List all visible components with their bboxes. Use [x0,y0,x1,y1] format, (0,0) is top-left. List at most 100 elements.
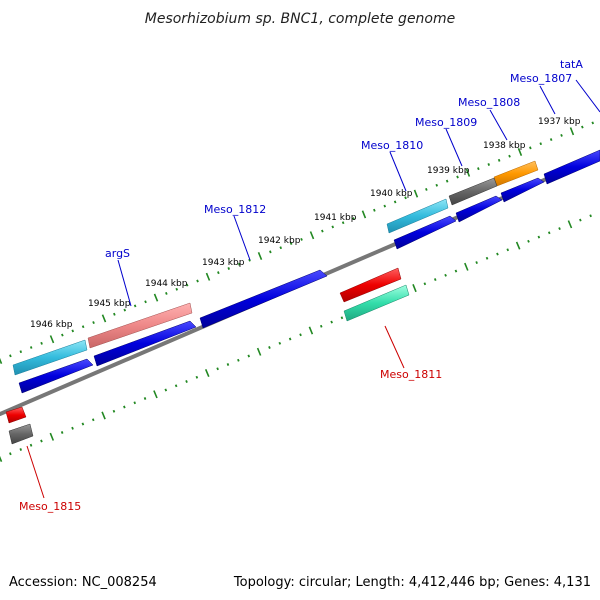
gene-label-meso-1810[interactable]: Meso_1810 [361,139,423,152]
reverse-minor-tick [475,261,478,265]
reverse-minor-tick [237,358,240,362]
forward-minor-tick [61,333,64,337]
forward-minor-tick [9,354,12,358]
forward-minor-tick [352,217,355,221]
meso-1811-leader [384,325,405,369]
forward-minor-tick [300,237,303,241]
gene-tatA-feature[interactable] [543,149,600,185]
forward-minor-tick [29,346,33,349]
reverse-minor-tick [444,273,447,277]
forward-minor-tick [508,154,511,158]
reverse-minor-tick [60,431,64,434]
meso-1815-leader [26,445,45,499]
reverse-minor-tick [527,239,530,243]
topology-summary: Topology: circular; Length: 4,412,446 bp… [233,575,591,590]
forward-minor-tick [456,175,459,179]
gene-cyan-feature-left[interactable] [12,339,88,376]
gene-label-meso-1808[interactable]: Meso_1808 [458,96,520,109]
gene-label-tatA[interactable]: tatA [560,58,583,71]
reverse-minor-tick [123,405,126,409]
forward-minor-tick [279,246,283,250]
gene-label-meso-1815[interactable]: Meso_1815 [19,500,81,513]
gene-label-meso-1811[interactable]: Meso_1811 [380,368,442,381]
gene-meso-1809-feature[interactable] [448,177,498,206]
gene-argS-feature[interactable] [87,302,193,349]
gene-label-meso-1807[interactable]: Meso_1807 [510,72,572,85]
tick-label-1942: 1942 kbp [258,236,301,246]
reverse-minor-tick [164,388,168,392]
reverse-minor-tick [330,320,333,324]
gene-red-feature-mid[interactable] [339,267,402,303]
forward-tick-row [0,121,595,365]
reverse-minor-tick [496,252,499,256]
forward-major-tick [465,168,471,177]
gene-meso-1808-feature[interactable] [455,195,503,223]
forward-minor-tick [113,312,116,316]
reverse-minor-tick [278,341,282,345]
reverse-minor-tick [185,380,188,383]
gene-label-meso-1812[interactable]: Meso_1812 [204,203,266,216]
gene-blue-feature-mid[interactable] [93,320,197,367]
reverse-minor-tick [226,363,230,366]
accession-label: Accession: NC_008254 [9,575,157,590]
forward-minor-tick [217,271,220,275]
forward-minor-tick [497,158,501,162]
gene-label-meso-1809[interactable]: Meso_1809 [415,116,477,129]
forward-minor-tick [71,329,75,333]
reverse-minor-tick [423,282,427,286]
tick-label-1940: 1940 kbp [370,189,413,199]
gene-meso-1811-feature[interactable] [343,284,410,322]
reverse-major-tick [308,326,314,335]
forward-minor-tick [289,242,293,245]
forward-major-tick [361,210,367,219]
reverse-minor-tick [537,235,541,239]
forward-minor-tick [539,142,543,146]
reverse-minor-tick [71,426,74,430]
forward-major-tick [101,314,107,323]
reverse-major-tick [49,432,55,441]
forward-minor-tick [165,291,168,295]
gene-meso-1815-feature[interactable] [8,423,34,445]
reverse-minor-tick [9,452,12,456]
reverse-minor-tick [454,269,458,273]
forward-minor-tick [185,283,189,287]
forward-minor-tick [373,208,376,212]
reverse-minor-tick [268,346,271,349]
forward-minor-tick [81,325,85,329]
reverse-major-tick [567,220,573,229]
reverse-minor-tick [589,214,592,218]
forward-minor-tick [331,225,335,229]
tick-label-1944: 1944 kbp [145,279,188,289]
gene-blue-feature-left[interactable] [18,358,94,394]
gene-label-argS[interactable]: argS [105,247,130,260]
forward-minor-tick [425,187,428,191]
gene-cyan-feature-right[interactable] [386,198,449,234]
gene-meso-1810-feature[interactable] [393,215,457,250]
reverse-major-tick [412,284,417,293]
reverse-minor-tick [29,443,33,447]
gene-meso-1815-red-feature[interactable] [5,406,27,424]
reverse-major-tick [256,347,262,356]
argS-leader [117,259,132,307]
forward-minor-tick [144,300,147,304]
meso-1812-leader [233,215,251,261]
forward-major-tick [569,127,575,136]
reverse-minor-tick [340,316,344,320]
tick-label-1946: 1946 kbp [30,320,73,330]
reverse-major-tick [153,390,158,399]
forward-minor-tick [404,196,407,200]
gene-meso-1807-feature[interactable] [500,177,545,203]
forward-major-tick [257,251,263,261]
forward-minor-tick [123,308,127,312]
forward-major-tick [0,357,3,365]
reverse-minor-tick [485,256,489,260]
meso-1809-leader [445,128,463,167]
reverse-major-tick [204,368,210,378]
forward-minor-tick [560,133,563,137]
reverse-major-tick [0,455,3,463]
forward-minor-tick [227,267,231,270]
forward-minor-tick [237,262,241,266]
reverse-minor-tick [143,397,147,400]
gene-meso-1812-feature[interactable] [199,269,328,329]
reverse-minor-tick [547,231,551,235]
